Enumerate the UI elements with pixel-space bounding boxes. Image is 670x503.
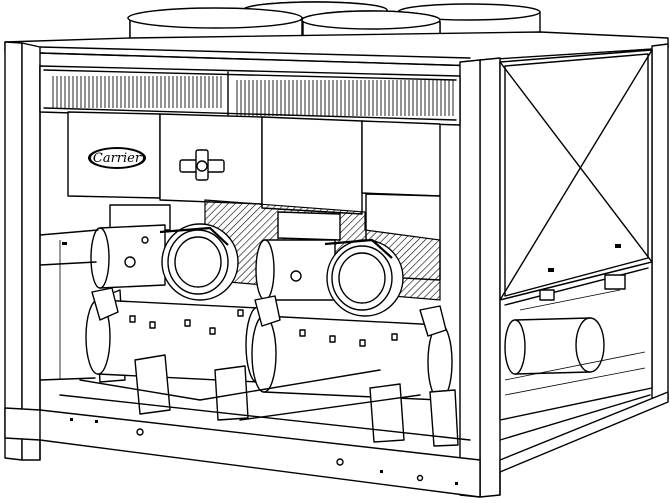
base-frame — [4, 369, 669, 498]
brand-logo: Carrier — [88, 147, 146, 169]
cooler-shells — [85, 287, 453, 401]
disconnect-handle-icon — [179, 149, 225, 181]
compressor-right — [255, 211, 404, 317]
condenser-coil-side — [499, 49, 653, 301]
brand-logo-text: Carrier — [93, 151, 142, 166]
left-post — [4, 41, 41, 461]
back-right-post — [651, 43, 669, 403]
left-side-rails — [39, 229, 99, 381]
side-module — [499, 261, 653, 421]
front-grilles — [39, 65, 461, 126]
corner-post — [459, 57, 501, 498]
